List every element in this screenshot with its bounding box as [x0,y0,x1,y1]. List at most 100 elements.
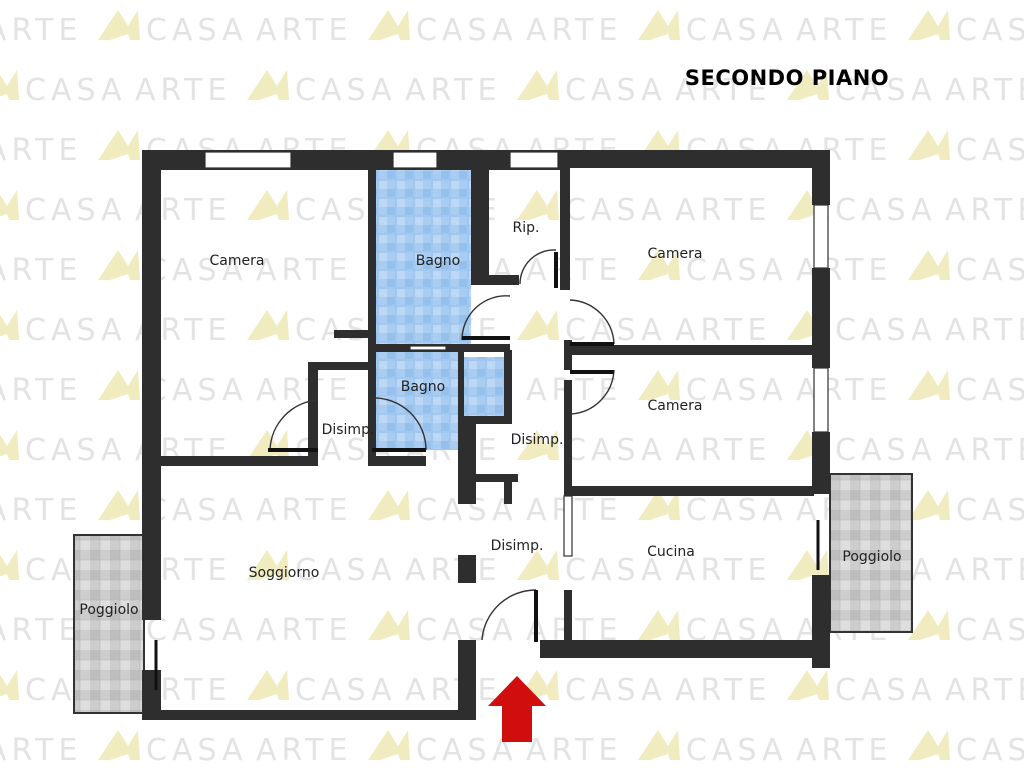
artecasa-logo-icon [787,70,829,100]
watermark-text: CASA [686,493,788,528]
label-camera-top-left: Camera [210,253,265,269]
watermark-text: CASA [565,193,667,228]
artecasa-logo-icon [0,190,19,220]
watermark-text: CASA [565,553,667,588]
artecasa-logo-icon [908,130,950,160]
artecasa-logo-icon [0,310,19,340]
watermark-text: ARTE [405,553,501,588]
watermark-text: ARTE [0,373,82,408]
watermark-text: ARTE [256,733,352,768]
watermark-text: ARTE [945,673,1024,708]
artecasa-logo-icon [787,670,829,700]
artecasa-logo-icon [247,670,289,700]
artecasa-logo-icon [98,730,140,760]
watermark-text: ARTE [135,73,231,108]
watermark-mark: ARTE CASA [405,550,667,588]
artecasa-logo-icon [368,730,410,760]
artecasa-logo-icon [517,430,559,460]
watermark-mark: ARTE CASA [135,70,397,108]
watermark-text: CASA [416,13,518,48]
watermark-text: CASA [956,13,1024,48]
entrance-arrow-icon [488,676,546,742]
watermark-text: ARTE [945,553,1024,588]
watermark-text: ARTE [256,493,352,528]
watermark-text: CASA [686,13,788,48]
watermark-mark: ARTE CASA [405,670,667,708]
watermark-text: CASA [146,733,248,768]
artecasa-logo-icon [98,130,140,160]
label-disimp-lower: Disimp. [491,538,544,554]
artecasa-logo-icon [908,730,950,760]
watermark-text: ARTE [675,553,771,588]
label-bagno-small: Bagno [401,379,446,395]
label-poggiolo-right: Poggiolo [842,549,901,565]
watermark-text: CASA [956,253,1024,288]
artecasa-logo-icon [98,490,140,520]
artecasa-logo-icon [638,730,680,760]
watermark-text: ARTE [796,13,892,48]
artecasa-logo-icon [368,10,410,40]
watermark-text: ARTE [526,733,622,768]
artecasa-logo-icon [247,190,289,220]
watermark-text: CASA [835,193,937,228]
watermark-text: ARTE [675,73,771,108]
label-bagno-top: Bagno [416,253,461,269]
watermark-text: CASA [686,373,788,408]
watermark-mark: ARTE CASA [675,190,937,228]
watermark-text: ARTE [256,613,352,648]
watermark-mark: ARTE CASA [526,10,788,48]
watermark-text: ARTE [945,73,1024,108]
watermark-text: ARTE [796,253,892,288]
watermark-text: CASA [295,73,397,108]
artecasa-logo-icon [908,250,950,280]
watermark-text: ARTE [0,13,82,48]
watermark-mark: ARTE CASA [796,10,1024,48]
artecasa-logo-icon [638,10,680,40]
watermark-text: ARTE [526,253,622,288]
label-disimp-center: Disimp. [511,432,564,448]
artecasa-logo-icon [368,610,410,640]
watermark-text: CASA [25,313,127,348]
bathroom-shower-floor [462,357,504,417]
watermark-text: ARTE [405,73,501,108]
watermark-text: ARTE [256,373,352,408]
watermark-text: ARTE [526,13,622,48]
watermark-text: CASA [146,493,248,528]
doors [154,249,820,690]
artecasa-logo-icon [0,670,19,700]
window [813,204,829,269]
artecasa-logo-icon [368,490,410,520]
watermark-mark: ARTE CASA [796,250,1024,288]
watermark-text: ARTE [0,133,82,168]
watermark-text: CASA [565,673,667,708]
label-cucina: Cucina [647,544,695,560]
label-disimp-left: Disimp. [322,422,375,438]
watermark-text: ARTE [675,193,771,228]
watermark-text: CASA [835,433,937,468]
watermark-mark: ARTE CASA [256,10,518,48]
watermark-text: CASA [295,673,397,708]
artecasa-logo-icon [517,190,559,220]
artecasa-logo-icon [638,250,680,280]
artecasa-logo-icon [517,550,559,580]
artecasa-logo-icon [908,370,950,400]
watermark-text: CASA [25,193,127,228]
watermark-text: CASA [956,613,1024,648]
watermark-text: ARTE [405,673,501,708]
watermark-text: ARTE [256,13,352,48]
watermark-text: CASA [25,433,127,468]
watermark-text: CASA [565,73,667,108]
